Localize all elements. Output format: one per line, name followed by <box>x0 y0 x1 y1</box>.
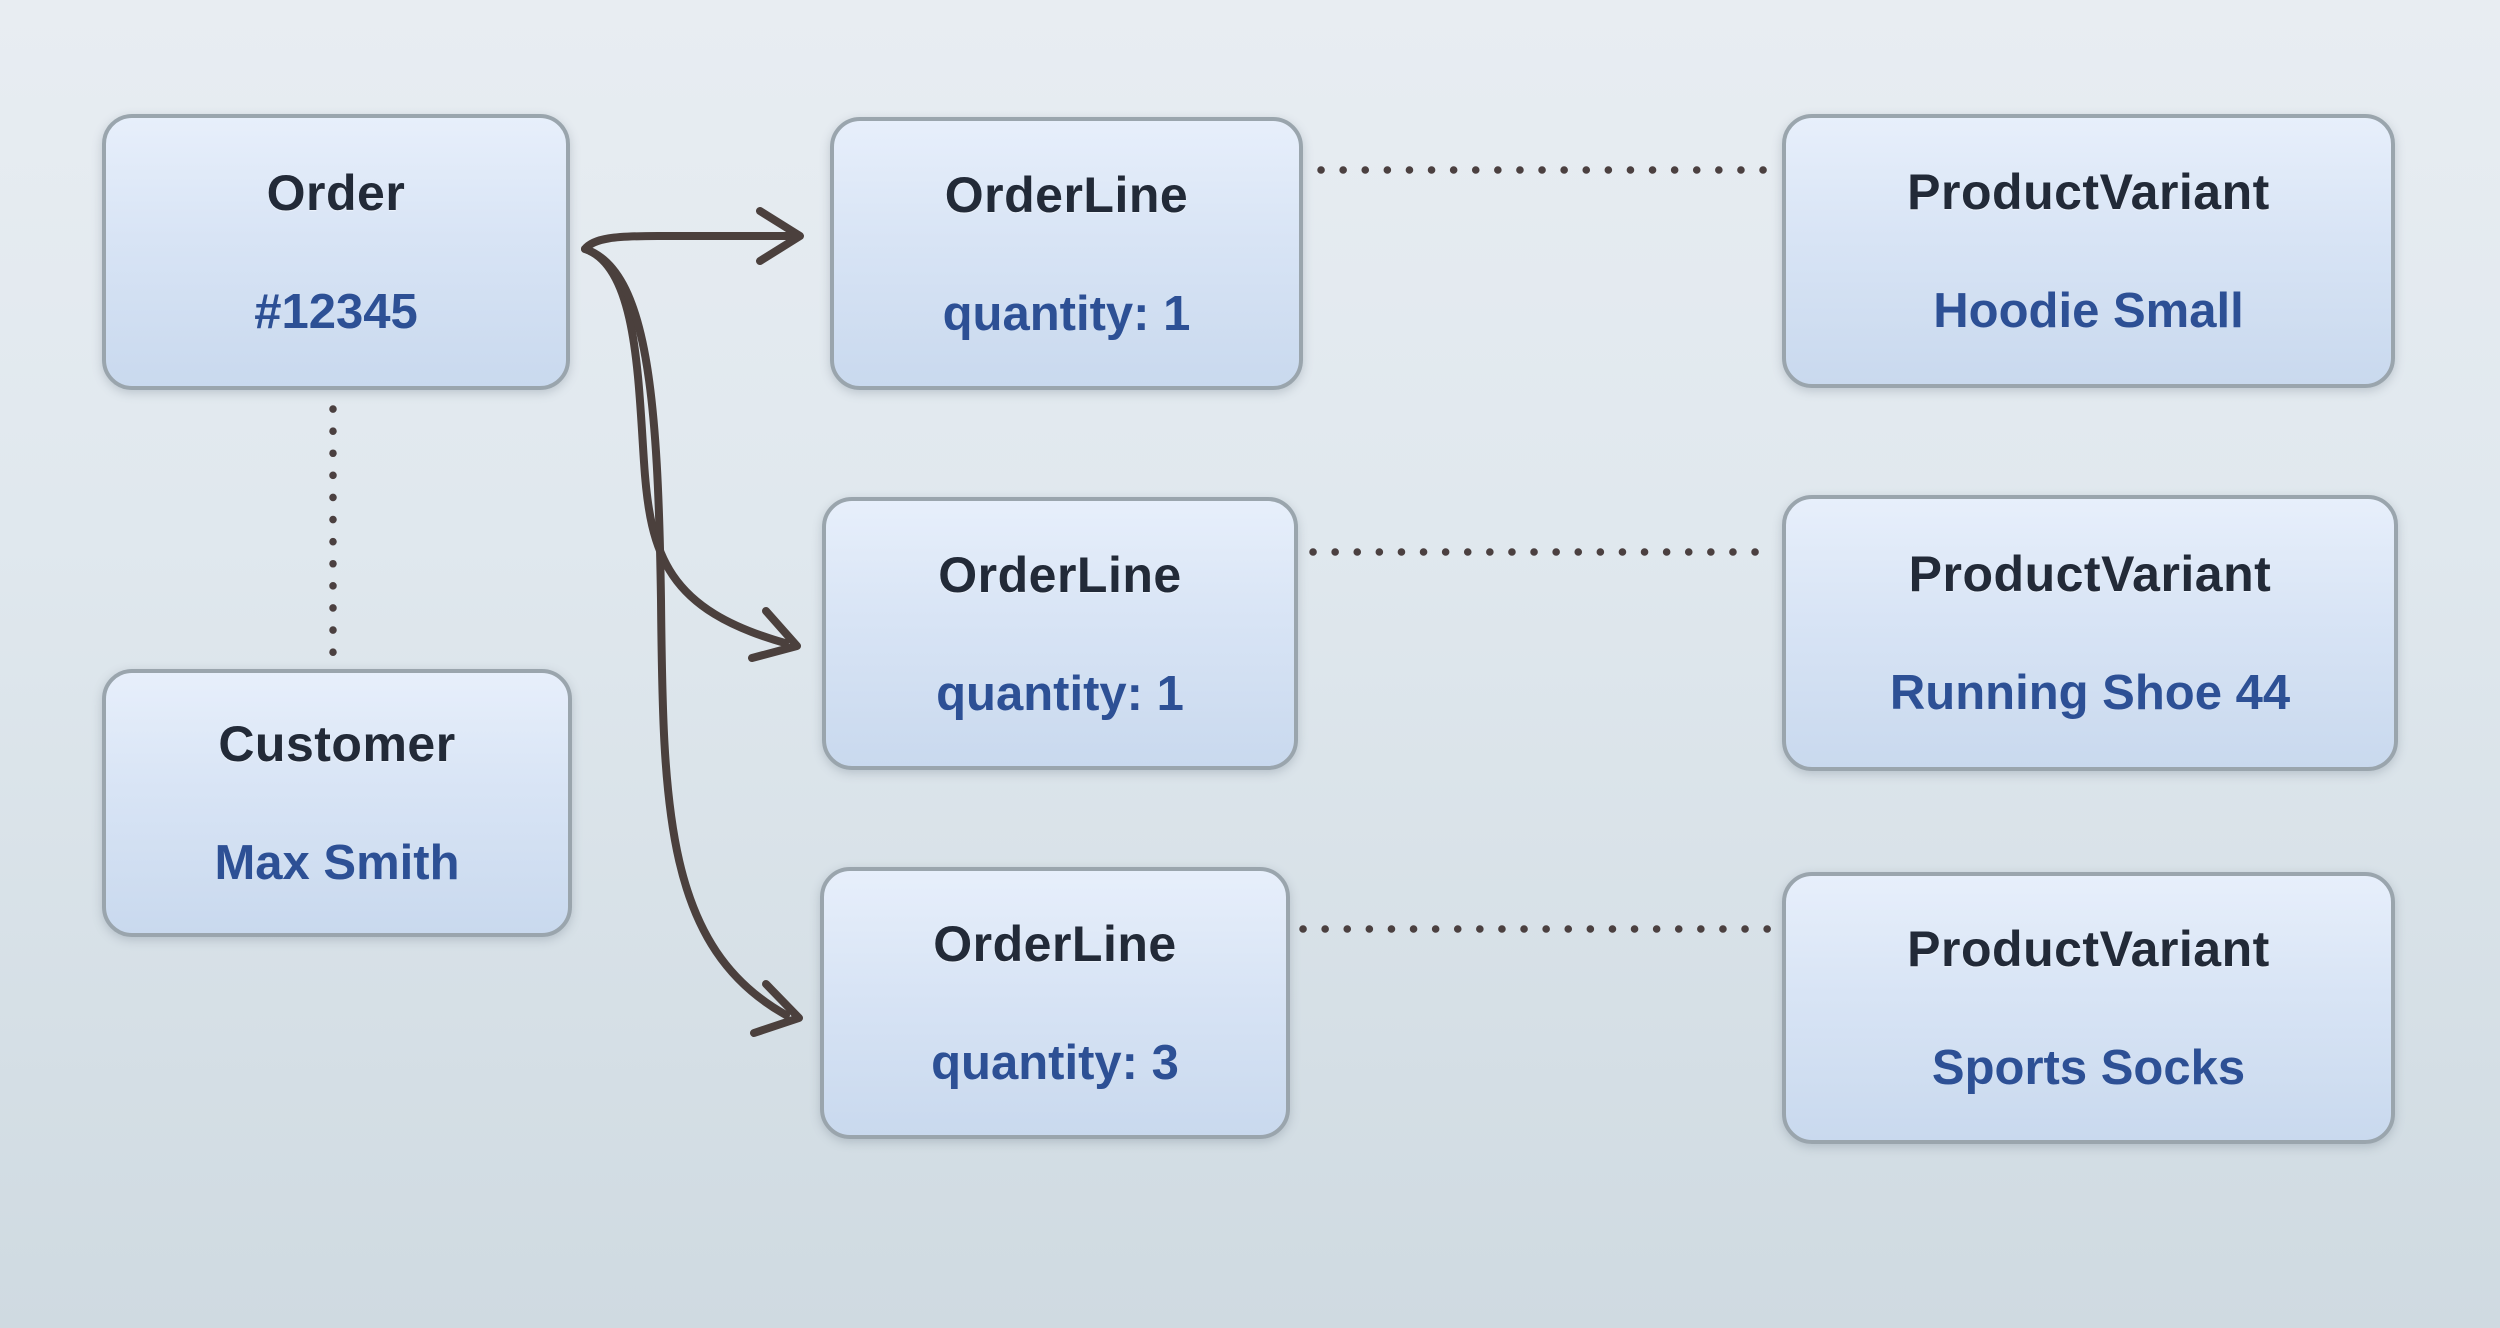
order-orderline2-arrow <box>581 245 789 647</box>
productvariant-node-title: ProductVariant <box>1907 164 2270 220</box>
order-orderline2-arrowhead-icon <box>748 607 801 662</box>
order-node-value: #12345 <box>254 285 418 339</box>
orderline-node-1: OrderLine quantity: 1 <box>830 117 1303 390</box>
orderline-node-3: OrderLine quantity: 3 <box>820 867 1290 1139</box>
orderline-node-title: OrderLine <box>938 546 1182 603</box>
customer-node-value: Max Smith <box>214 836 460 890</box>
customer-node: Customer Max Smith <box>102 669 572 937</box>
customer-node-title: Customer <box>218 716 456 772</box>
orderline-node-quantity: quantity: 1 <box>936 666 1184 721</box>
productvariant-node-name: Hoodie Small <box>1933 284 2244 338</box>
orderline-node-quantity: quantity: 1 <box>942 286 1191 341</box>
productvariant-node-title: ProductVariant <box>1907 921 2270 977</box>
productvariant-node-title: ProductVariant <box>1908 546 2272 602</box>
order-node: Order #12345 <box>102 114 570 390</box>
orderline-node-2: OrderLine quantity: 1 <box>822 497 1298 770</box>
order-orderline3-arrowhead-icon <box>750 980 803 1037</box>
orderline-node-title: OrderLine <box>944 166 1189 223</box>
orderline-node-quantity: quantity: 3 <box>931 1036 1179 1090</box>
productvariant-node-1: ProductVariant Hoodie Small <box>1782 114 2395 388</box>
productvariant-node-name: Sports Socks <box>1931 1041 2246 1095</box>
order-orderline3-arrow <box>581 245 790 1019</box>
order-node-title: Order <box>266 165 406 221</box>
orderline-node-title: OrderLine <box>933 916 1177 972</box>
order-orderline1-arrow <box>581 232 800 253</box>
productvariant-node-name: Running Shoe 44 <box>1889 666 2291 720</box>
productvariant-node-3: ProductVariant Sports Socks <box>1782 872 2395 1144</box>
productvariant-node-2: ProductVariant Running Shoe 44 <box>1782 495 2398 771</box>
order-orderline1-arrowhead-icon <box>756 207 804 265</box>
